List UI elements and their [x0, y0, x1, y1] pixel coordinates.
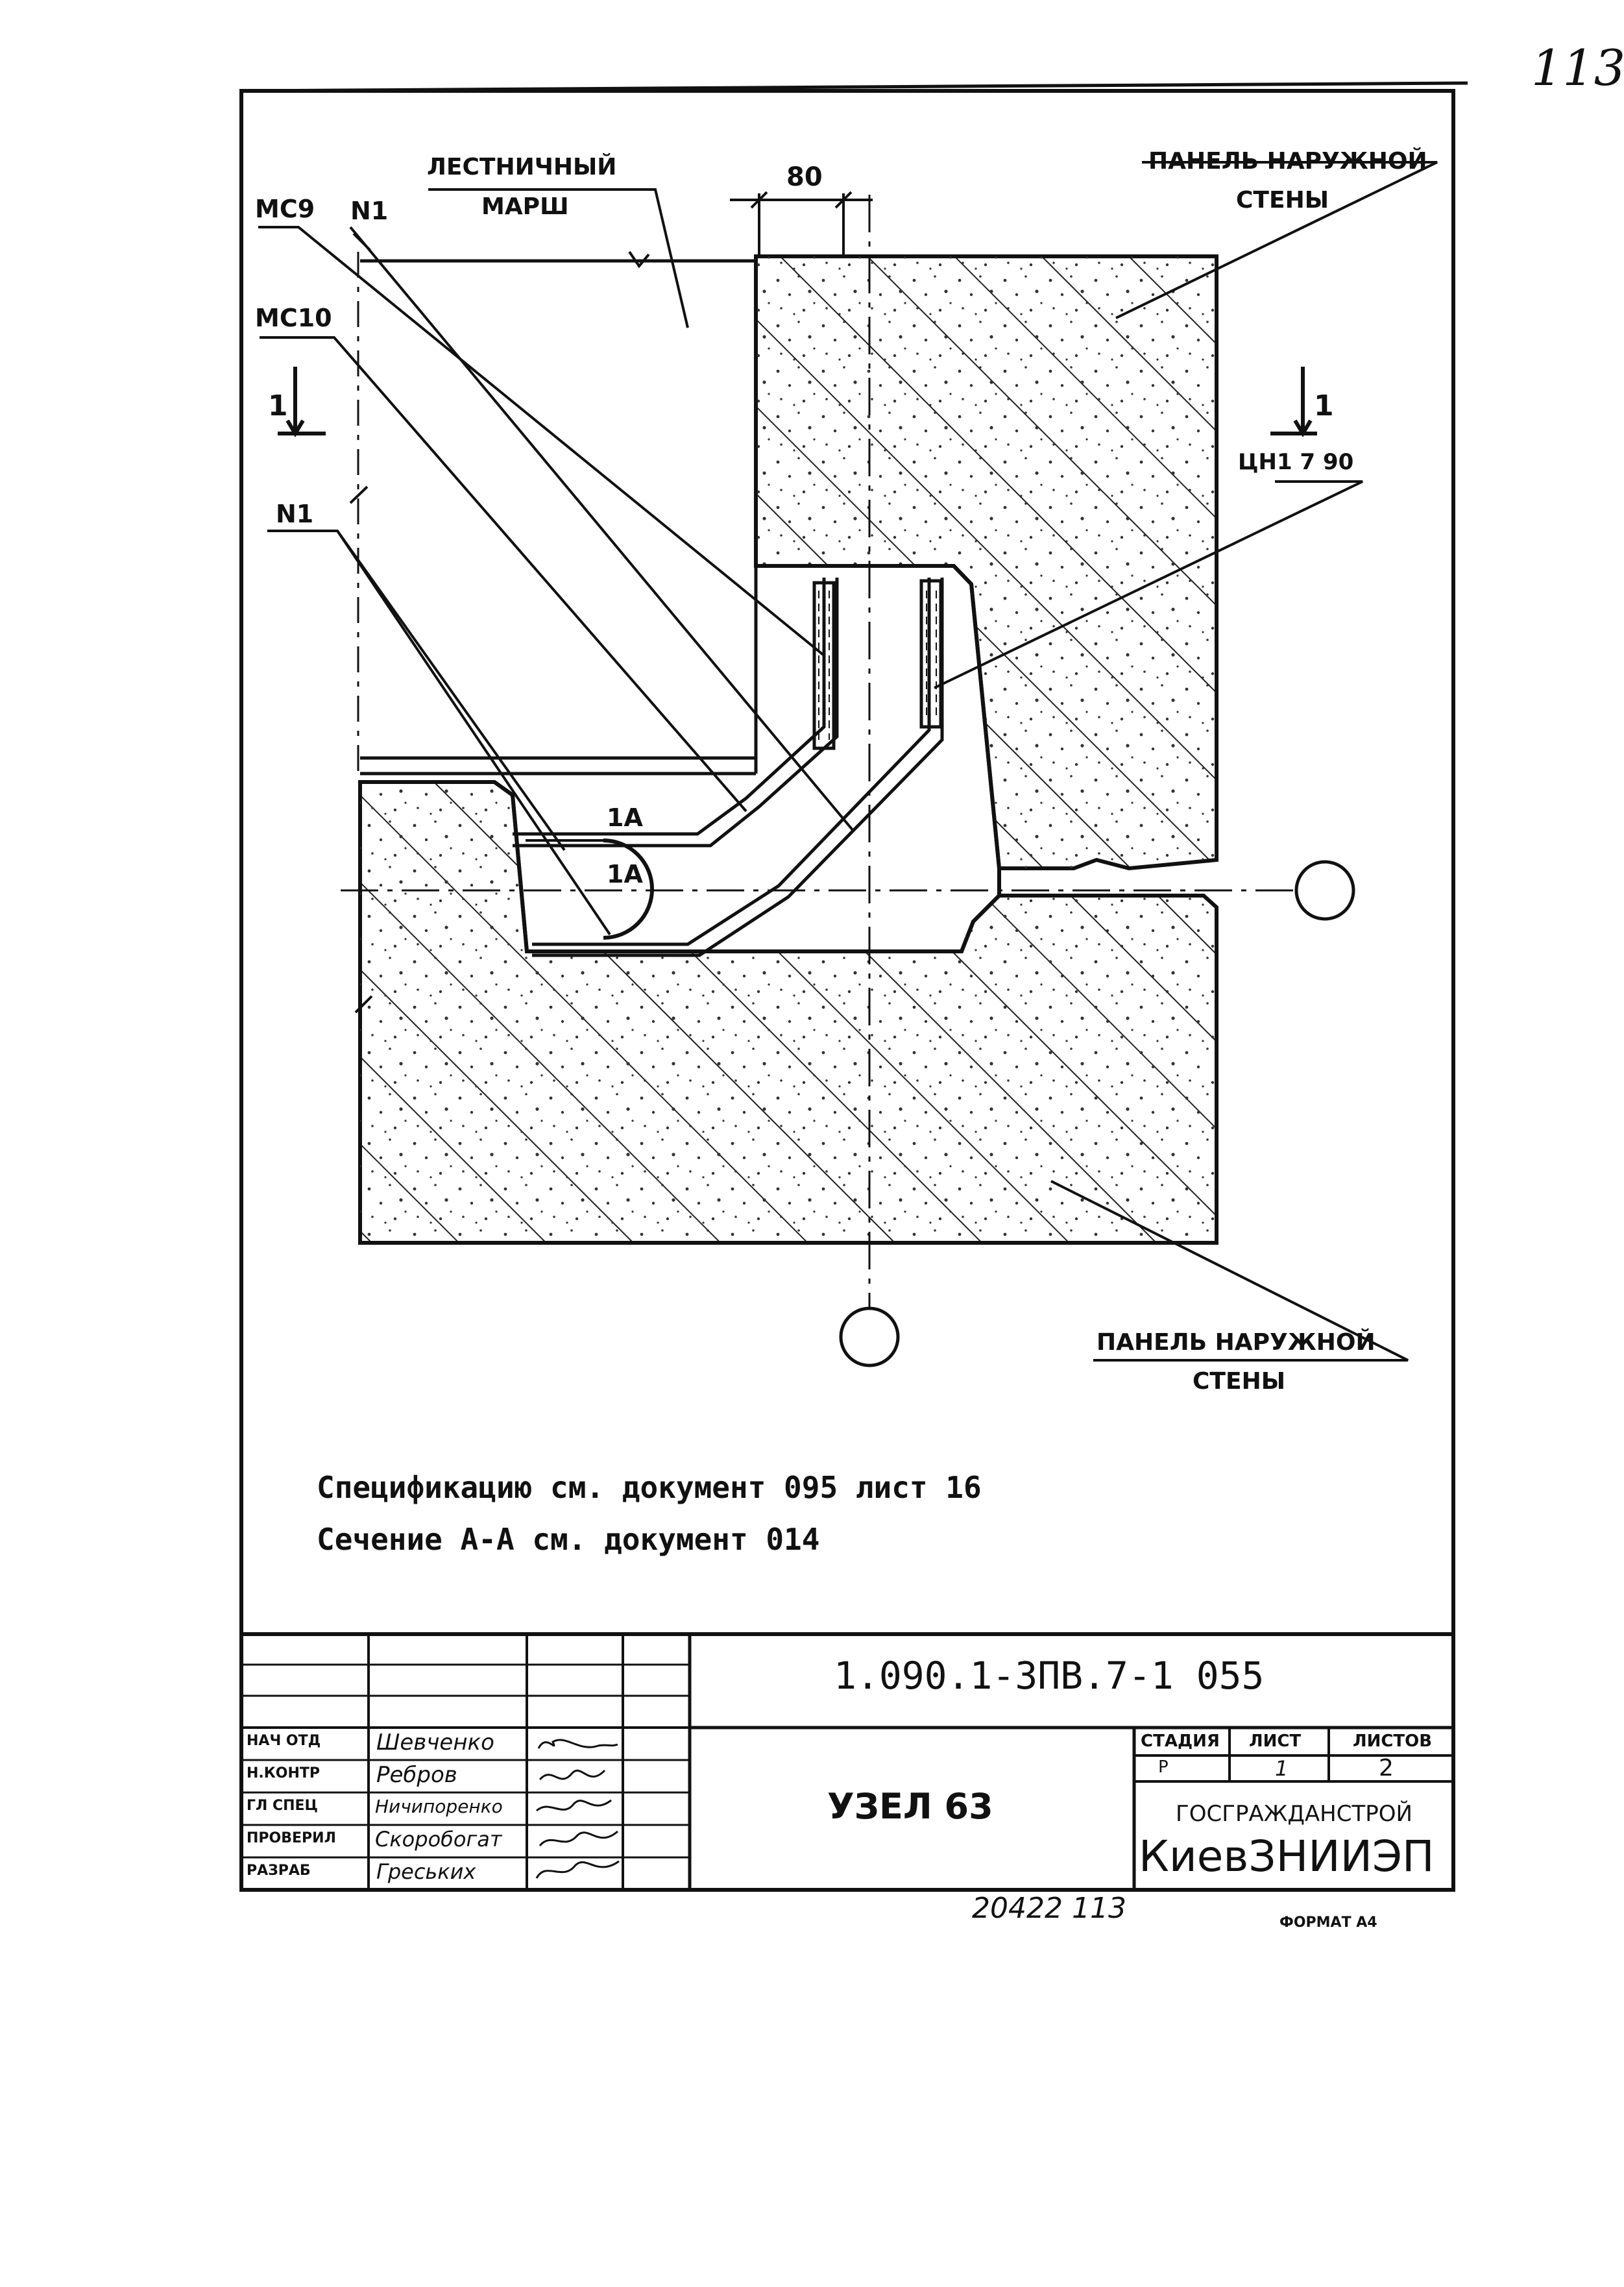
name-1: Ребров — [376, 1762, 457, 1788]
sheet-value: 1 — [1275, 1756, 1289, 1781]
sheet-header: ЛИСТ — [1249, 1731, 1302, 1751]
section-marker-right — [1270, 367, 1317, 437]
page-number: 113 — [1531, 39, 1624, 97]
label-mc10: МС10 — [255, 304, 332, 332]
frame-top-extension — [241, 81, 1468, 93]
document-code: 1.090.1-3ПВ.7-1 055 — [834, 1654, 1265, 1698]
dimension-80 — [730, 191, 873, 256]
label-mc9: МС9 — [255, 195, 315, 223]
embedded-plate-right — [919, 579, 943, 729]
label-section-left: 1 — [268, 389, 288, 422]
inventory-number: 20422 113 — [972, 1892, 1126, 1925]
label-dimension-80: 80 — [786, 162, 823, 192]
stage-value: Р — [1158, 1757, 1169, 1777]
role-0: НАЧ ОТД — [247, 1733, 321, 1749]
axis-bubble-bottom — [839, 1306, 900, 1367]
label-n1-top: N1 — [350, 197, 389, 225]
name-0: Шевченко — [376, 1730, 494, 1755]
bar-loop — [603, 838, 654, 940]
section-marker-left — [278, 367, 326, 437]
axis-bubble-right — [1294, 860, 1355, 921]
stage-header: СТАДИЯ — [1141, 1731, 1220, 1751]
title-block-grid — [241, 1632, 1453, 1890]
lower-wall-panel — [358, 780, 1218, 1245]
label-outer-panel-bottom-2: СТЕНЫ — [1193, 1368, 1285, 1395]
label-outer-panel-bottom-1: ПАНЕЛЬ НАРУЖНОЙ — [1097, 1329, 1376, 1356]
org-line-1: ГОСГРАЖДАНСТРОЙ — [1176, 1801, 1412, 1827]
sheets-header: ЛИСТОВ — [1353, 1731, 1433, 1751]
stair-flight — [357, 251, 758, 776]
name-2: Ничипоренко — [375, 1796, 503, 1817]
label-stair-flight-2: МАРШ — [481, 193, 569, 220]
signatures — [535, 1739, 620, 1879]
label-bar-1a-lower: 1А — [607, 860, 643, 888]
label-n1-left: N1 — [276, 500, 314, 528]
name-3: Скоробогат — [375, 1827, 502, 1852]
joint-cavity — [493, 564, 1001, 953]
role-1: Н.КОНТР — [247, 1765, 320, 1781]
format-label: ФОРМАТ А4 — [1279, 1914, 1377, 1931]
sheets-value: 2 — [1379, 1755, 1394, 1781]
label-outer-panel-top-2: СТЕНЫ — [1236, 187, 1329, 214]
role-3: ПРОВЕРИЛ — [247, 1830, 336, 1846]
role-4: РАЗРАБ — [247, 1863, 311, 1879]
drawing-title: УЗЕЛ 63 — [827, 1786, 993, 1827]
org-line-2: КиевЗНИИЭП — [1139, 1831, 1435, 1881]
label-rebar-ref: ЦН1 7 90 — [1238, 449, 1354, 475]
label-bar-1a-upper: 1А — [607, 803, 643, 832]
label-section-right: 1 — [1314, 389, 1334, 422]
upper-wall-panel — [754, 254, 1218, 871]
name-4: Греських — [376, 1859, 476, 1884]
role-2: ГЛ СПЕЦ — [247, 1798, 318, 1814]
section-note: Сечение А-А см. документ 014 — [317, 1522, 820, 1557]
label-outer-panel-top-1: ПАНЕЛЬ НАРУЖНОЙ — [1148, 148, 1427, 175]
label-stair-flight-1: ЛЕСТНИЧНЫЙ — [427, 154, 617, 180]
spec-note: Спецификацию см. документ 095 лист 16 — [317, 1470, 982, 1505]
connection-bars — [513, 578, 944, 957]
sheet-frame — [239, 89, 1455, 1892]
leader-lines — [258, 161, 1438, 1362]
